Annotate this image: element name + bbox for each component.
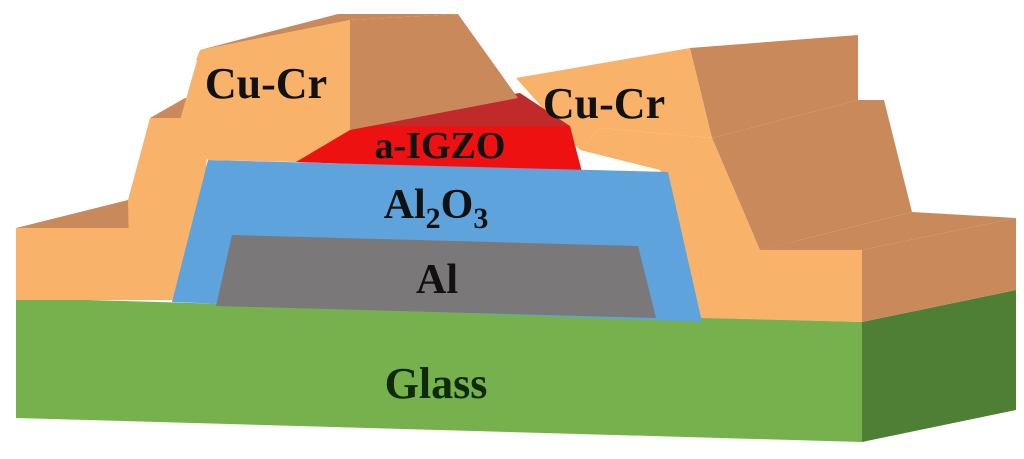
a-igzo-label: a-IGZO [375,125,506,167]
al-gate-label: Al [416,257,458,303]
cu-cr-right-electrode [516,35,1016,322]
left-top-block-upper-front [196,20,350,60]
channel-front-face [296,126,582,172]
left-top-block-top [200,14,458,50]
al2o3-label-al: Al [384,182,426,228]
right-electrode-top-block-side [690,35,858,138]
cu-cr-right-label: Cu-Cr [543,79,665,128]
right-electrode-lower-side [862,218,1016,322]
cu-cr-left-top-block [180,14,518,162]
al2o3-label: Al2O3 [384,182,489,235]
al2o3-label-sub-3: 3 [473,202,488,235]
al2o3-label-sub-2: 2 [426,202,441,235]
right-electrode-mid-side [712,100,912,250]
glass-substrate [16,290,1016,442]
al-gate-layer [216,235,656,318]
glass-front-face [16,298,862,442]
left-top-block-side [350,14,518,130]
glass-label: Glass [385,359,488,408]
right-electrode-riser-front [580,128,760,318]
al2o3-label-o: O [441,182,474,228]
glass-side-face [862,290,1016,442]
cu-cr-left-label: Cu-Cr [205,59,327,108]
right-electrode-lower-top [760,212,1016,250]
